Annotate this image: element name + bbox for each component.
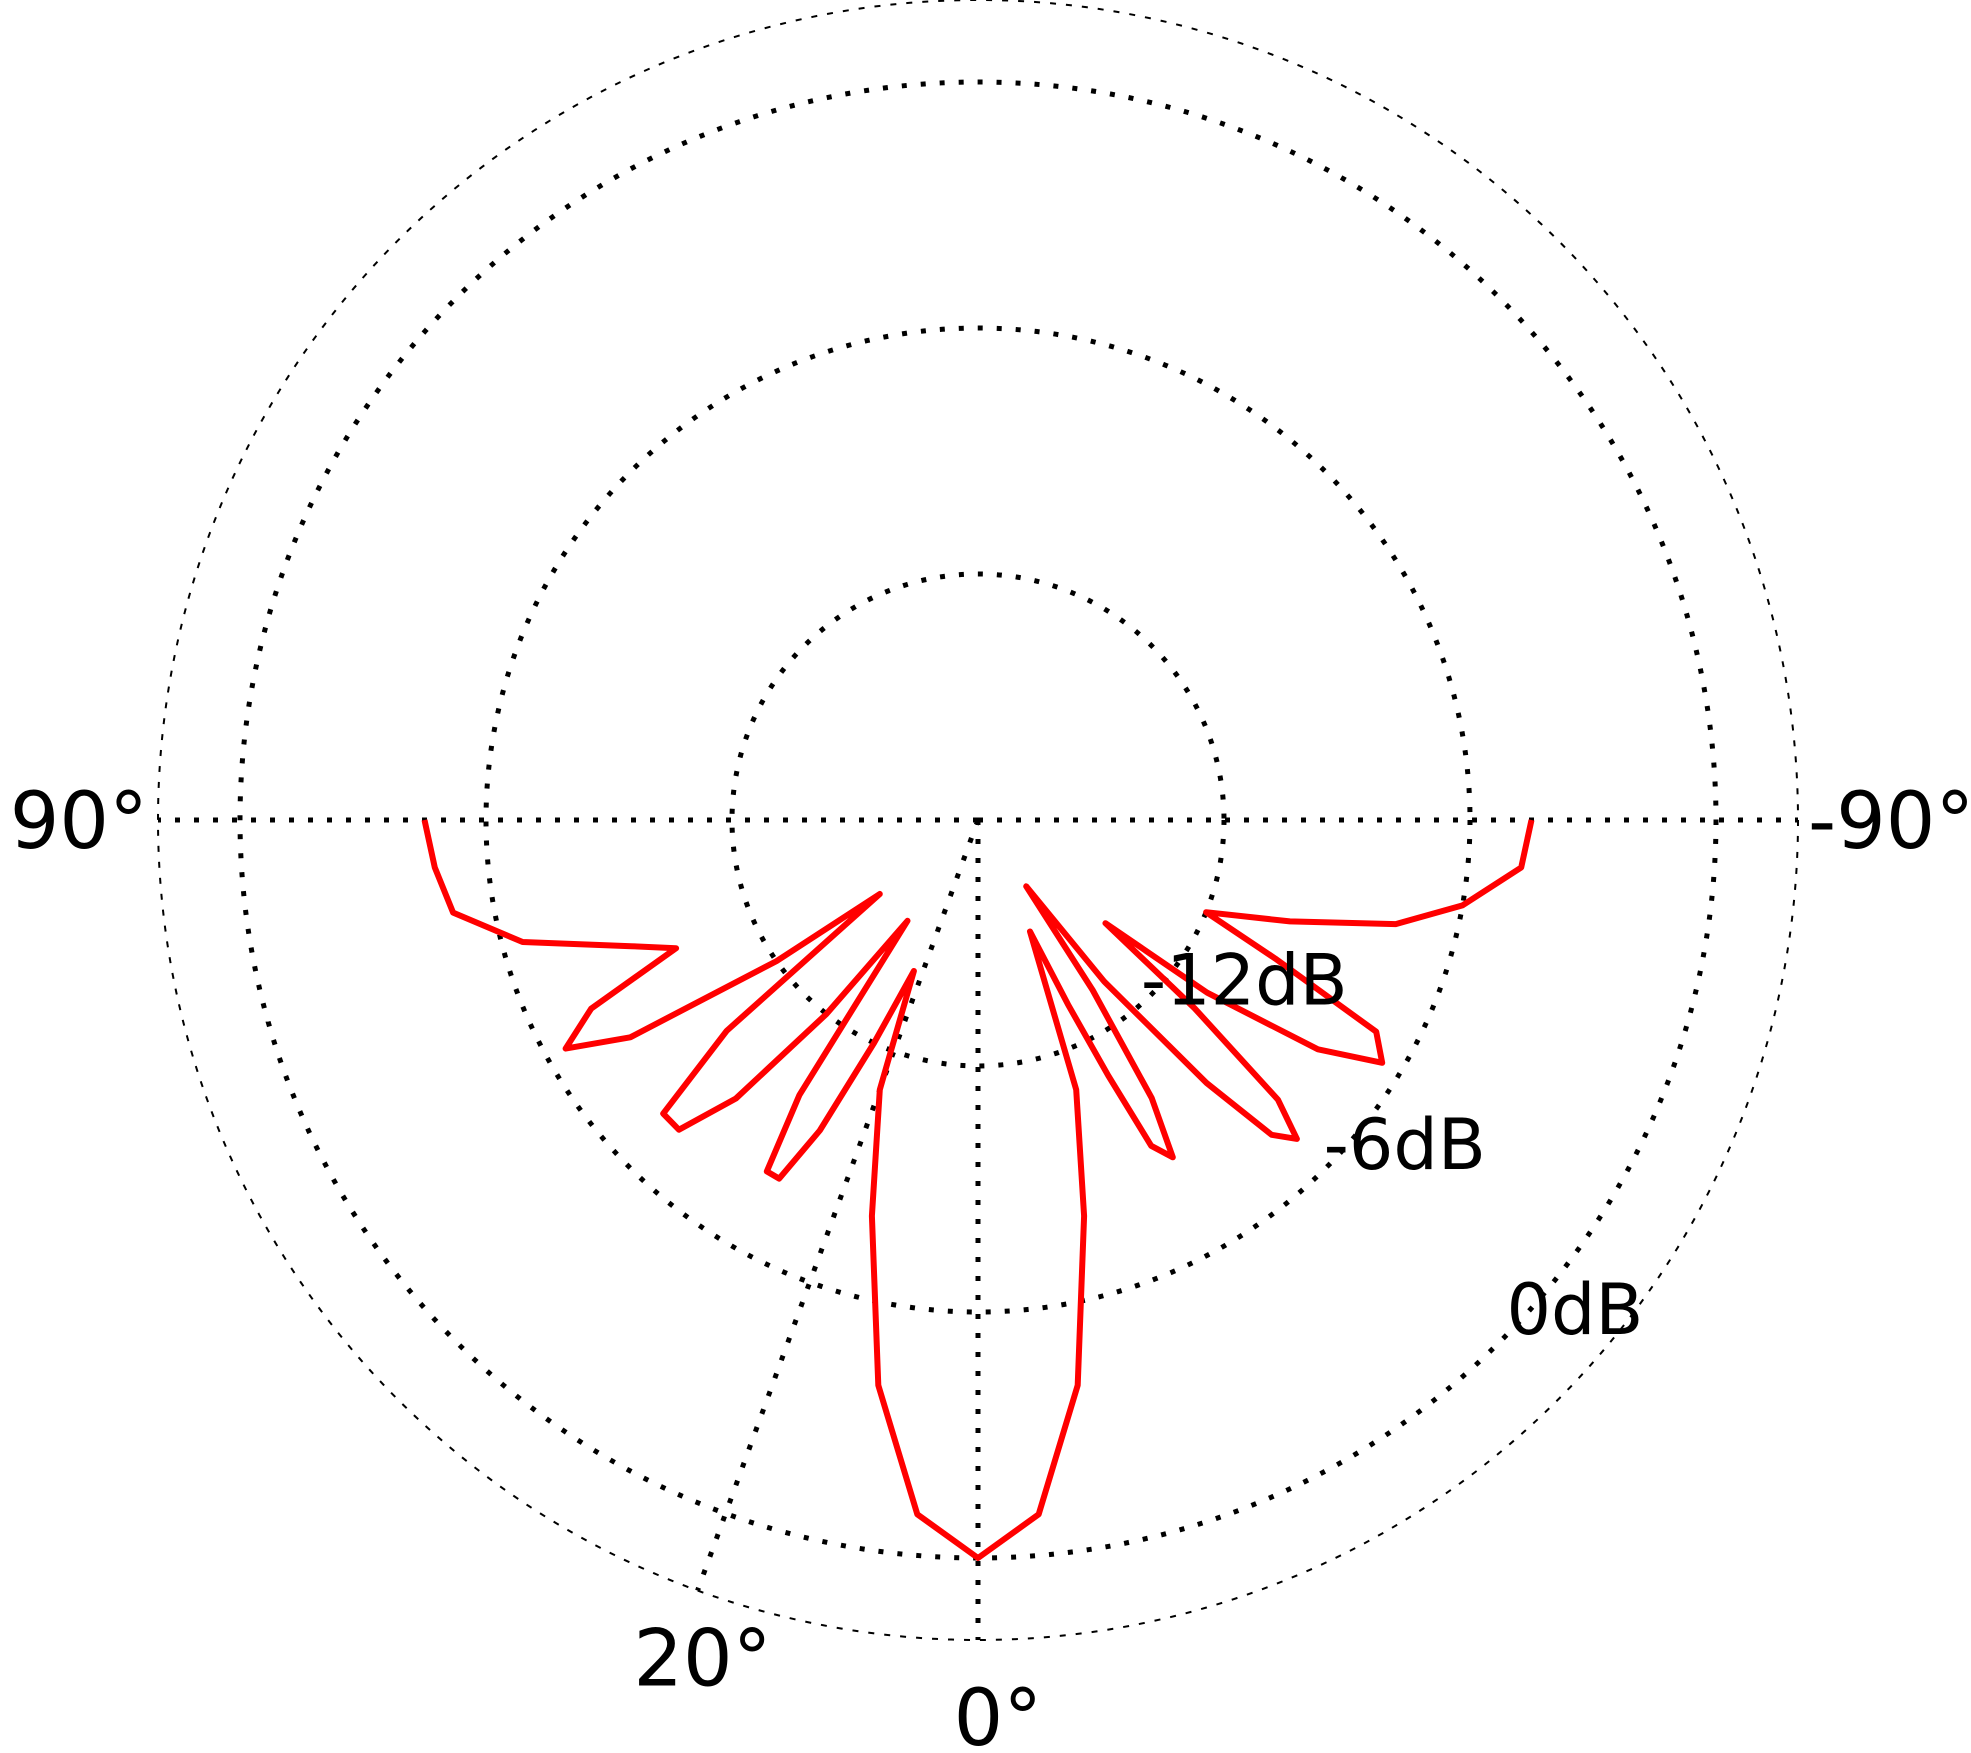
db-ring [483, 325, 1473, 1315]
polar-grid [157, 0, 1799, 1641]
radiation-pattern-line [421, 819, 1535, 1561]
db-ring [729, 571, 1227, 1069]
ring-label: -12dB [1141, 940, 1348, 1022]
angle-label: 20° [633, 1615, 771, 1705]
angle-label: 0° [954, 1674, 1043, 1753]
polar-labels: 90° -90° 20° 0° -12dB -6dB 0dB [10, 777, 1971, 1753]
ring-label: -6dB [1324, 1104, 1486, 1186]
ring-label: 0dB [1506, 1269, 1643, 1351]
angle-spoke [695, 819, 981, 1592]
angle-label: 90° [10, 777, 148, 867]
angle-label: -90° [1808, 777, 1971, 867]
